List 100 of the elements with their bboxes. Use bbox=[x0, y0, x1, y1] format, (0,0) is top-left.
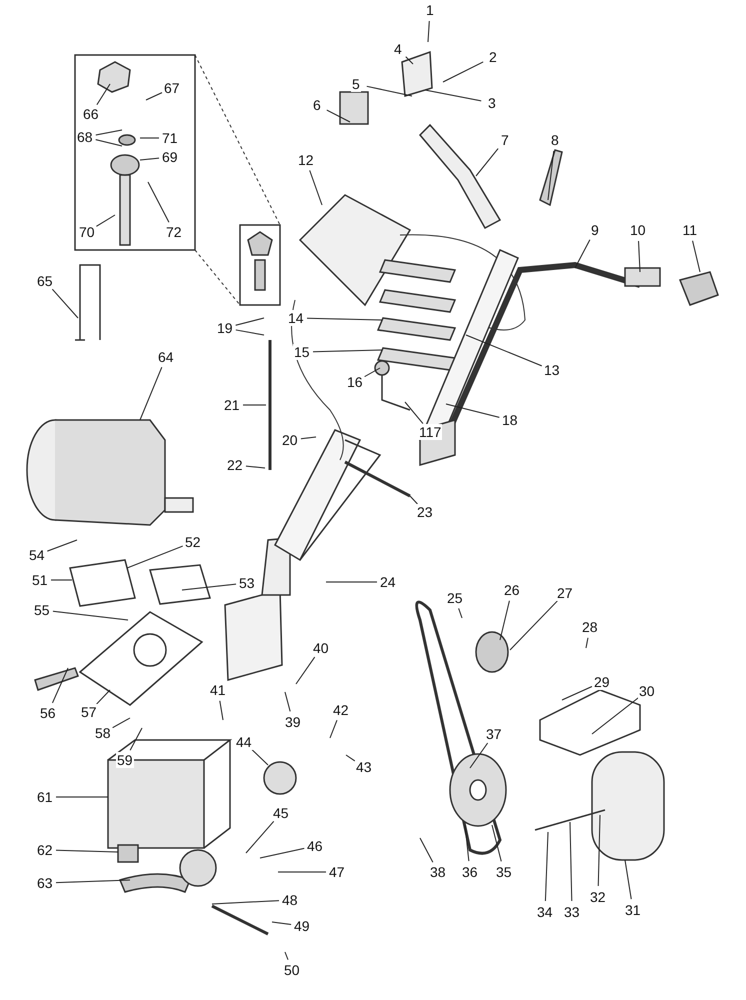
leader-line bbox=[219, 700, 224, 720]
callout-number: 7 bbox=[500, 132, 510, 148]
callout-number: 68 bbox=[76, 129, 94, 145]
callout-number: 28 bbox=[581, 619, 599, 635]
leader-line bbox=[284, 692, 291, 712]
leader-line bbox=[56, 880, 130, 884]
callout-number: 54 bbox=[28, 547, 46, 563]
callout-number: 48 bbox=[281, 892, 299, 908]
callout-number: 20 bbox=[281, 432, 299, 448]
callout-number: 10 bbox=[629, 222, 647, 238]
leader-line bbox=[146, 92, 162, 100]
leader-line bbox=[464, 824, 470, 862]
leader-line bbox=[420, 838, 434, 863]
leader-line bbox=[300, 436, 316, 440]
callout-number: 31 bbox=[624, 902, 642, 918]
leader-line bbox=[242, 404, 266, 406]
leader-line bbox=[312, 350, 382, 352]
callout-number: 24 bbox=[379, 574, 397, 590]
callout-number: 21 bbox=[223, 397, 241, 413]
callout-number: 61 bbox=[36, 789, 54, 805]
leader-line bbox=[330, 720, 338, 738]
leader-line bbox=[52, 288, 78, 318]
callout-number: 55 bbox=[33, 602, 51, 618]
leader-line bbox=[492, 824, 502, 862]
callout-number: 62 bbox=[36, 842, 54, 858]
callout-number: 36 bbox=[461, 864, 479, 880]
leader-line bbox=[458, 608, 462, 618]
leader-line bbox=[446, 404, 500, 418]
leader-line bbox=[410, 496, 418, 504]
leader-line bbox=[364, 368, 380, 378]
callout-number: 30 bbox=[638, 683, 656, 699]
leader-line bbox=[366, 86, 412, 96]
callout-number: 16 bbox=[346, 374, 364, 390]
leader-line bbox=[56, 850, 118, 852]
leader-line bbox=[346, 754, 356, 762]
leader-line bbox=[470, 742, 488, 768]
callout-number: 5 bbox=[351, 76, 361, 92]
callout-number: 29 bbox=[593, 674, 611, 690]
leader-line bbox=[428, 20, 430, 42]
callout-number: 3 bbox=[487, 95, 497, 111]
callout-number: 1 bbox=[425, 2, 435, 18]
callout-number: 13 bbox=[543, 362, 561, 378]
callout-number: 15 bbox=[293, 344, 311, 360]
leader-line bbox=[570, 822, 572, 902]
leader-line bbox=[404, 402, 424, 424]
callout-number: 67 bbox=[163, 80, 181, 96]
leader-line bbox=[245, 466, 266, 468]
leader-line bbox=[52, 668, 68, 704]
callout-number: 14 bbox=[287, 310, 305, 326]
callout-number: 71 bbox=[161, 130, 179, 146]
leader-line bbox=[592, 697, 639, 734]
callout-number: 50 bbox=[283, 962, 301, 978]
callout-number: 70 bbox=[78, 224, 96, 240]
callout-number: 58 bbox=[94, 725, 112, 741]
leader-line bbox=[95, 139, 122, 146]
callout-number: 53 bbox=[238, 575, 256, 591]
callout-number: 66 bbox=[82, 106, 100, 122]
leader-line bbox=[251, 749, 268, 766]
callout-number: 51 bbox=[31, 572, 49, 588]
leader-line bbox=[296, 656, 316, 684]
leader-line bbox=[476, 148, 499, 176]
leader-line bbox=[96, 84, 110, 106]
callout-number: 27 bbox=[556, 585, 574, 601]
callout-number: 41 bbox=[209, 682, 227, 698]
callout-number: 12 bbox=[297, 152, 315, 168]
callout-number: 59 bbox=[116, 752, 134, 768]
leader-line bbox=[95, 130, 122, 136]
callout-number: 72 bbox=[165, 224, 183, 240]
leader-line bbox=[510, 600, 558, 650]
callout-number: 8 bbox=[550, 132, 560, 148]
leader-line bbox=[260, 848, 305, 858]
callout-number: 18 bbox=[501, 412, 519, 428]
callout-number: 44 bbox=[235, 734, 253, 750]
callout-number: 117 bbox=[418, 424, 442, 440]
leader-line bbox=[544, 832, 548, 902]
callout-number: 57 bbox=[80, 704, 98, 720]
callout-number: 42 bbox=[332, 702, 350, 718]
callout-number: 49 bbox=[293, 918, 311, 934]
callout-number: 56 bbox=[39, 705, 57, 721]
leader-line bbox=[326, 110, 350, 122]
callout-number: 63 bbox=[36, 875, 54, 891]
callout-number: 4 bbox=[393, 41, 403, 57]
callout-number: 65 bbox=[36, 273, 54, 289]
callout-number: 11 bbox=[682, 222, 698, 238]
callout-number: 37 bbox=[485, 726, 503, 742]
leader-line bbox=[140, 366, 162, 420]
leader-line bbox=[442, 61, 484, 82]
leader-line bbox=[46, 540, 78, 552]
callout-number: 9 bbox=[590, 222, 600, 238]
leader-line bbox=[574, 239, 590, 268]
leader-line bbox=[246, 820, 274, 854]
callout-number: 39 bbox=[284, 714, 302, 730]
callout-number: 23 bbox=[416, 504, 434, 520]
callout-number: 26 bbox=[503, 582, 521, 598]
leader-line bbox=[598, 814, 600, 886]
leader-line bbox=[624, 860, 632, 900]
callout-number: 19 bbox=[216, 320, 234, 336]
leader-line bbox=[638, 240, 640, 272]
leader-line bbox=[424, 90, 482, 102]
leader-line bbox=[692, 240, 700, 272]
